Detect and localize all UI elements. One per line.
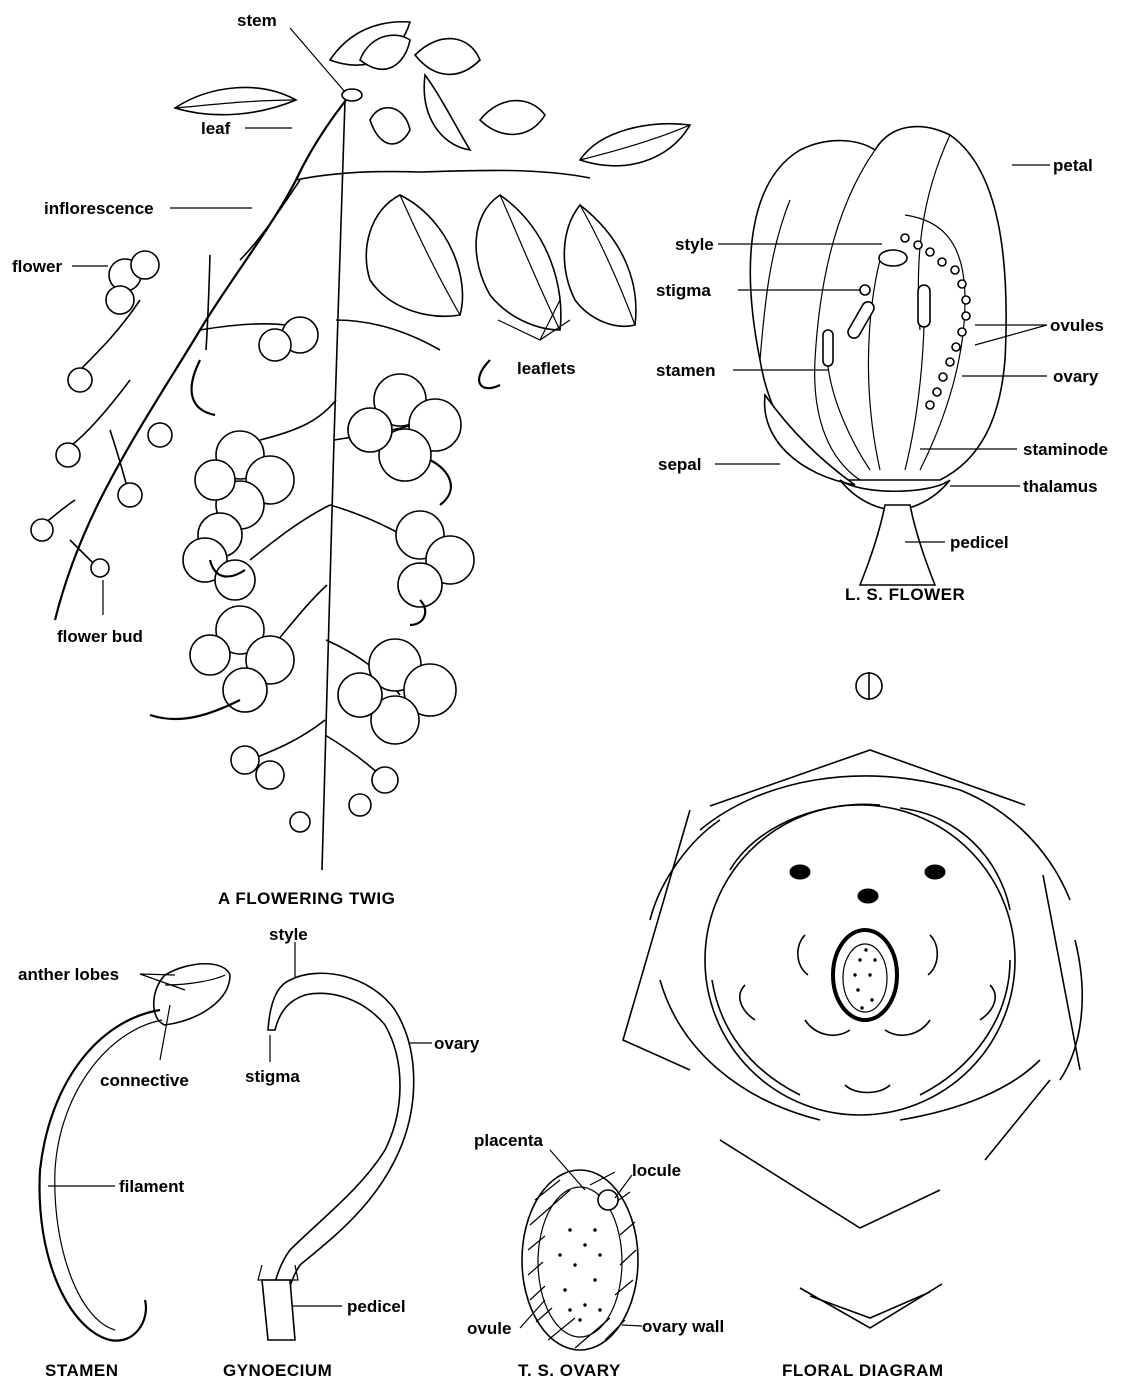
label-ovary-wall: ovary wall: [642, 1317, 724, 1336]
label-ovules: ovules: [1050, 316, 1104, 335]
caption-gynoecium: GYNOECIUM: [223, 1361, 332, 1380]
gynoecium-drawing: [258, 973, 414, 1340]
caption-flowering-twig: A FLOWERING TWIG: [218, 889, 395, 908]
label-stamen: stamen: [656, 361, 716, 380]
label-flower-bud: flower bud: [57, 627, 143, 646]
label-locule: locule: [632, 1161, 681, 1180]
stamen-drawing: [40, 964, 230, 1341]
twig-labels: stem leaf inflorescence flower leaflets …: [12, 11, 576, 908]
label-anther-lobes: anther lobes: [18, 965, 119, 984]
label-pedicel-flower: pedicel: [950, 533, 1009, 552]
floral-diagram-labels: FLORAL DIAGRAM: [782, 1361, 944, 1380]
caption-floral-diagram: FLORAL DIAGRAM: [782, 1361, 944, 1380]
label-sepal: sepal: [658, 455, 701, 474]
label-stigma-gyn: stigma: [245, 1067, 300, 1086]
ls-flower-drawing: [750, 127, 1006, 585]
label-thalamus: thalamus: [1023, 477, 1098, 496]
flowering-twig-drawing: [31, 22, 690, 870]
label-leaf: leaf: [201, 119, 231, 138]
label-pedicel-gyn: pedicel: [347, 1297, 406, 1316]
label-ovary-gyn: ovary: [434, 1034, 480, 1053]
label-stigma: stigma: [656, 281, 711, 300]
label-style: style: [675, 235, 714, 254]
label-petal: petal: [1053, 156, 1093, 175]
label-ovule: ovule: [467, 1319, 511, 1338]
label-style-gyn: style: [269, 925, 308, 944]
label-connective: connective: [100, 1071, 189, 1090]
caption-stamen: STAMEN: [45, 1361, 119, 1380]
label-stem: stem: [237, 11, 277, 30]
label-filament: filament: [119, 1177, 185, 1196]
label-inflorescence: inflorescence: [44, 199, 154, 218]
label-placenta: placenta: [474, 1131, 544, 1150]
label-flower: flower: [12, 257, 62, 276]
label-leaflets: leaflets: [517, 359, 576, 378]
floral-diagram-drawing: [623, 672, 1082, 1328]
label-staminode: staminode: [1023, 440, 1108, 459]
caption-ts-ovary: T. S. OVARY: [518, 1361, 621, 1380]
ts-ovary-drawing: [522, 1170, 638, 1350]
caption-ls-flower: L. S. FLOWER: [845, 585, 965, 604]
stamen-labels: anther lobes connective filament STAMEN: [18, 965, 189, 1380]
label-ovary: ovary: [1053, 367, 1099, 386]
